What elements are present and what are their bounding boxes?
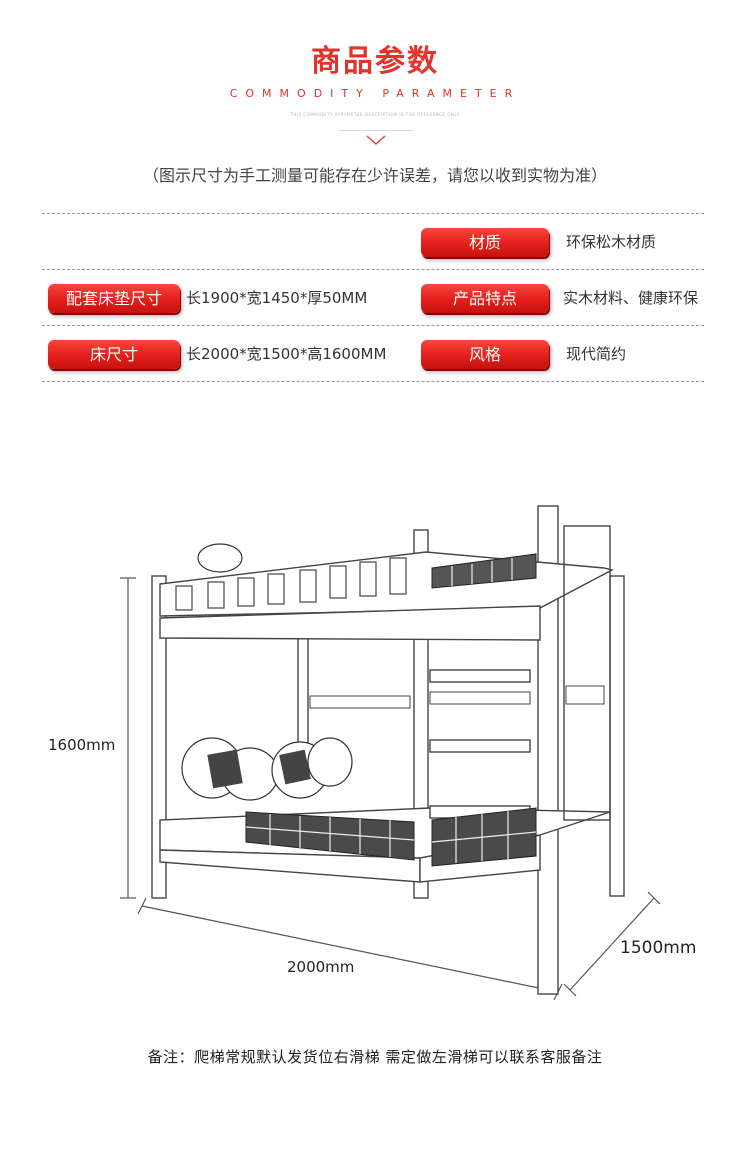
bed-size-value: 长2000*宽1500*高1600MM [186,345,387,363]
width-dimension: 1500mm [620,938,697,958]
style-label: 风格 [421,340,549,369]
mattress-size-value: 长1900*宽1450*厚50MM [186,289,368,307]
length-dimension: 2000mm [287,958,355,976]
chevron-down-icon [366,135,386,145]
divider-3 [42,325,704,326]
measurement-note: （图示尺寸为手工测量可能存在少许误差，请您以收到实物为准） [142,166,607,185]
material-label: 材质 [421,228,549,257]
divider-4 [42,381,704,382]
style-value: 现代简约 [566,345,627,363]
feature-value: 实木材料、健康环保 [563,289,699,307]
height-dimension: 1600mm [48,736,116,754]
material-value: 环保松木材质 [566,233,657,251]
ladder-footnote: 备注：爬梯常规默认发货位右滑梯 需定做左滑梯可以联系客服备注 [147,1048,603,1066]
bunk-bed-diagram: 1600mm 2000mm 1500mm [0,490,750,1020]
section-divider [339,130,413,149]
feature-label: 产品特点 [421,284,549,313]
page-subtitle: COMMODITY PARAMETER [229,87,521,100]
divider-1 [42,213,704,214]
mattress-size-label: 配套床垫尺寸 [48,284,180,313]
page-title: 商品参数 [311,44,439,79]
bunk-bed-illustration [120,505,661,1001]
divider-2 [42,269,704,270]
tiny-caption: THIS COMMODITY PARAMETER DESCRIPTION IS … [290,112,460,117]
bed-size-label: 床尺寸 [48,340,180,369]
